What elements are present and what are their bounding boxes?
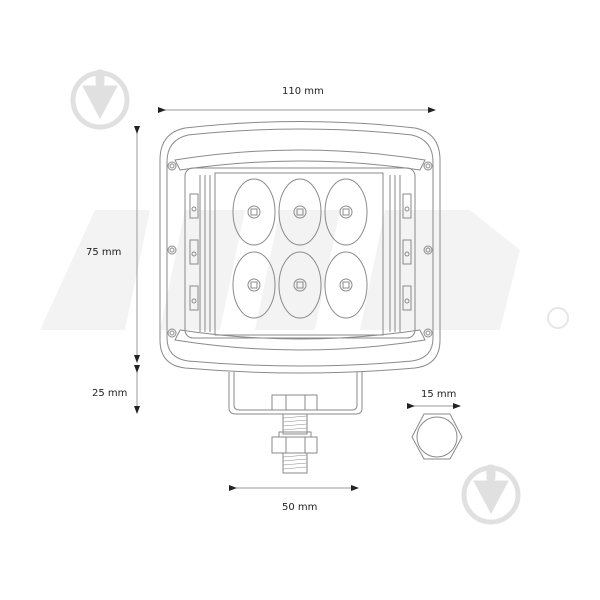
dimension-lines [134, 107, 461, 491]
nut-size-label: 15 mm [421, 389, 457, 400]
download-badge-icon [461, 464, 521, 525]
hex-nut [411, 413, 463, 460]
download-badge-icon [70, 69, 130, 130]
bracket-width-label: 50 mm [282, 502, 318, 513]
mount-bracket [228, 372, 363, 474]
lamp-body [159, 121, 441, 374]
watermark-logo [40, 210, 569, 330]
bracket-height-label: 25 mm [92, 388, 128, 399]
led-array [232, 178, 368, 319]
width-dimension-label: 110 mm [282, 86, 324, 97]
height-dimension-label: 75 mm [86, 247, 122, 258]
